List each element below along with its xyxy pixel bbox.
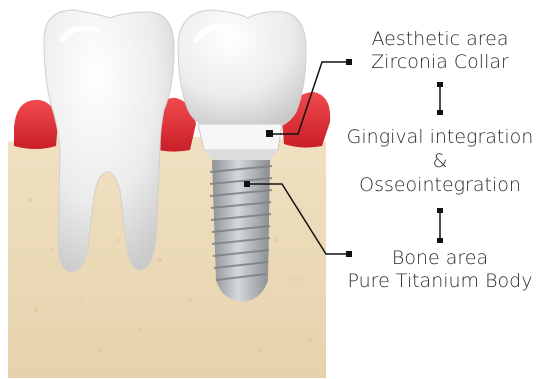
titanium-body-label: Pure Titanium Body (334, 270, 546, 292)
implant-crown-icon (178, 10, 306, 128)
zirconia-collar-icon (198, 124, 282, 160)
aesthetic-area-label: Aesthetic area (352, 28, 528, 50)
zirconia-collar-label: Zirconia Collar (352, 51, 528, 73)
gingival-integration-label: Gingival integration (340, 126, 540, 148)
ampersand-label: & (340, 150, 540, 172)
bone-block-icon (8, 136, 326, 378)
osseointegration-label: Osseointegration (340, 174, 540, 196)
bone-area-label: Bone area (360, 247, 520, 269)
titanium-implant-icon (210, 160, 272, 302)
